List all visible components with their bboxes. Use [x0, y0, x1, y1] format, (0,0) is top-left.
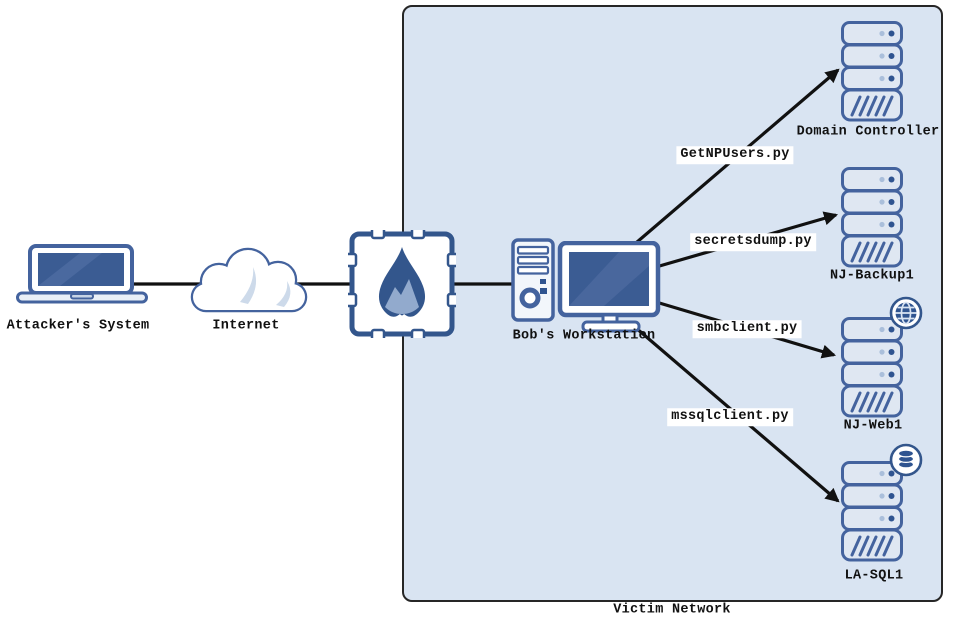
- attacker-node: [16, 244, 148, 304]
- nj-web1-node: [841, 317, 903, 418]
- victim-network-label: Victim Network: [613, 602, 731, 618]
- computer-tower-icon: [511, 238, 555, 322]
- rack-server-icon: [841, 21, 903, 122]
- attack-tool-label-smbclient: smbclient.py: [692, 320, 802, 338]
- attack-tool-label-getnpusers: GetNPUsers.py: [676, 146, 794, 164]
- internet-label: Internet: [212, 318, 280, 334]
- firewall-node: [348, 230, 456, 338]
- domain-controller-node: [841, 21, 903, 122]
- la-sql1-badge: [889, 443, 923, 477]
- workstation-tower: [511, 238, 555, 322]
- attacker-label: Attacker's System: [6, 318, 150, 334]
- nj-backup1-label: NJ-Backup1: [829, 268, 915, 284]
- attack-tool-label-mssqlclient: mssqlclient.py: [667, 408, 793, 426]
- rack-server-icon: [841, 317, 903, 418]
- rack-server-icon: [841, 167, 903, 268]
- nj-web1-label: NJ-Web1: [843, 418, 903, 434]
- internet-node: [182, 246, 314, 316]
- workstation-monitor: [556, 241, 664, 334]
- laptop-icon: [16, 244, 148, 304]
- workstation-label: Bob's Workstation: [512, 328, 656, 344]
- nj-web1-badge: [889, 296, 923, 330]
- rack-server-icon: [841, 461, 903, 562]
- monitor-icon: [557, 241, 661, 333]
- attack-tool-label-secretsdump: secretsdump.py: [690, 233, 816, 251]
- domain-controller-label: Domain Controller: [796, 124, 940, 140]
- nj-backup1-node: [841, 167, 903, 268]
- cloud-icon: [190, 247, 308, 313]
- la-sql1-label: LA-SQL1: [844, 568, 904, 584]
- globe-icon: [889, 296, 923, 330]
- la-sql1-node: [841, 461, 903, 562]
- firewall-flame-icon: [348, 230, 456, 338]
- database-icon: [889, 443, 923, 477]
